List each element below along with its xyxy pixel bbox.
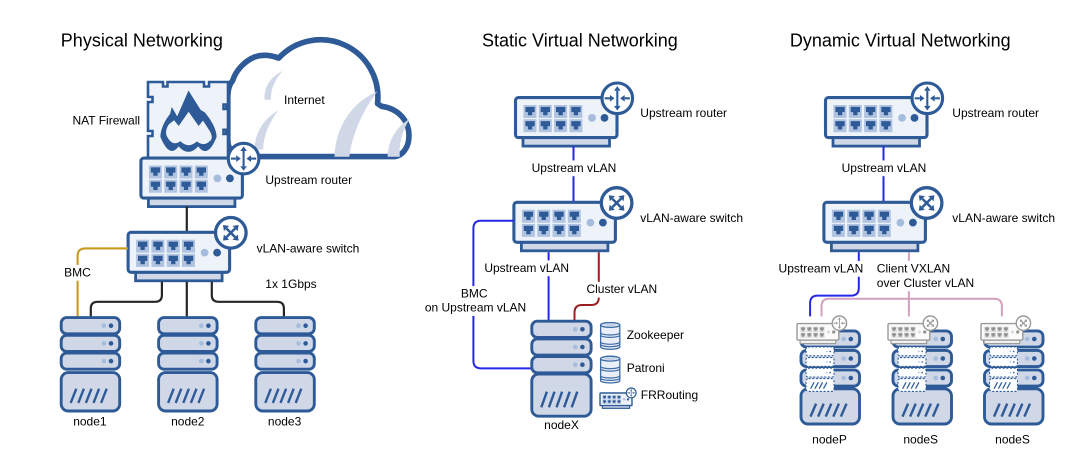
svg-text:Upstream router: Upstream router [265, 173, 352, 187]
svg-text:Patroni: Patroni [627, 361, 665, 375]
svg-text:Upstream router: Upstream router [952, 106, 1039, 120]
svg-text:BMC: BMC [64, 265, 91, 279]
svg-text:Upstream router: Upstream router [640, 106, 727, 120]
svg-text:vLAN-aware switch: vLAN-aware switch [257, 242, 360, 256]
svg-text:Upstream vLAN: Upstream vLAN [842, 161, 927, 175]
svg-text:nodeP: nodeP [812, 433, 847, 447]
svg-text:on Upstream vLAN: on Upstream vLAN [425, 301, 526, 315]
svg-text:Internet: Internet [284, 93, 325, 107]
svg-text:Physical Networking: Physical Networking [61, 31, 223, 51]
svg-text:Client VXLAN: Client VXLAN [877, 261, 950, 275]
svg-text:Zookeeper: Zookeeper [627, 328, 684, 342]
svg-text:nodeS: nodeS [995, 433, 1030, 447]
svg-text:vLAN-aware switch: vLAN-aware switch [952, 211, 1055, 225]
svg-text:FRRouting: FRRouting [641, 388, 698, 402]
svg-text:vLAN-aware switch: vLAN-aware switch [640, 211, 743, 225]
svg-text:Upstream vLAN: Upstream vLAN [779, 261, 864, 275]
svg-text:node2: node2 [171, 414, 205, 428]
svg-text:Cluster vLAN: Cluster vLAN [586, 282, 657, 296]
svg-text:Upstream vLAN: Upstream vLAN [532, 161, 617, 175]
svg-text:over Cluster vLAN: over Cluster vLAN [877, 276, 974, 290]
svg-text:BMC: BMC [461, 287, 488, 301]
svg-text:Static Virtual Networking: Static Virtual Networking [482, 31, 678, 51]
svg-text:node3: node3 [268, 414, 302, 428]
svg-text:Dynamic Virtual Networking: Dynamic Virtual Networking [790, 31, 1011, 51]
svg-text:NAT Firewall: NAT Firewall [73, 114, 141, 128]
svg-text:nodeX: nodeX [544, 418, 579, 432]
svg-text:1x 1Gbps: 1x 1Gbps [265, 277, 316, 291]
svg-text:node1: node1 [73, 414, 107, 428]
svg-text:nodeS: nodeS [903, 433, 938, 447]
svg-text:Upstream vLAN: Upstream vLAN [484, 261, 569, 275]
